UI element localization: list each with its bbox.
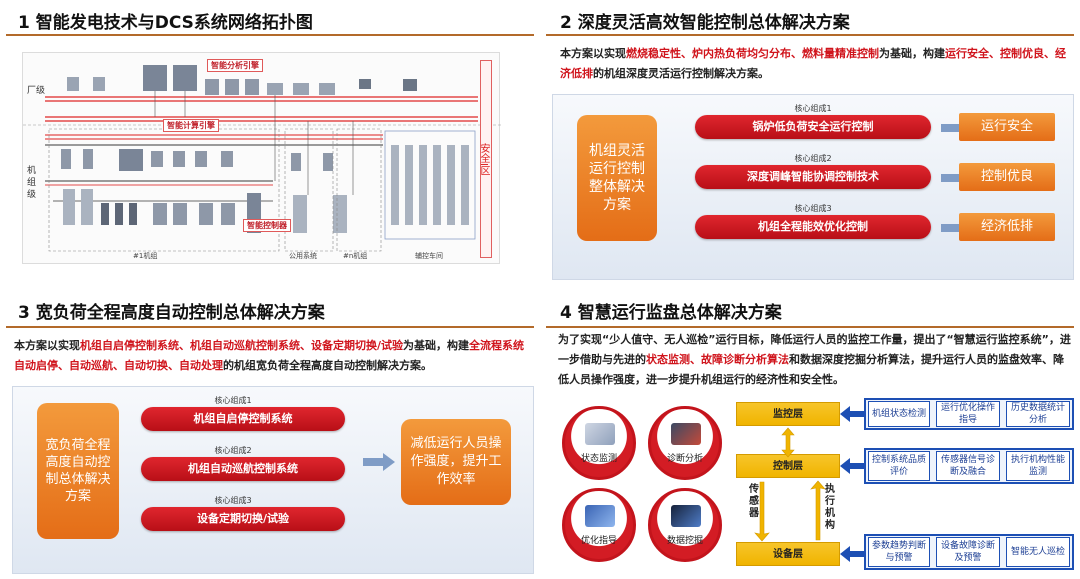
circle-label: 优化指导 — [580, 536, 617, 546]
intro-text: 为基础，构建 — [403, 339, 470, 352]
core-item-1: 机组自启停控制系统 — [141, 407, 345, 431]
core-item-2: 机组自动巡航控制系统 — [141, 457, 345, 481]
intro-highlight: 状态监测、故障诊断分析算法 — [646, 353, 789, 366]
result-box-1: 运行安全 — [959, 113, 1055, 141]
item-trend-warning: 参数趋势判断与预警 — [868, 537, 930, 567]
circle-label: 数据挖掘 — [666, 536, 703, 546]
section-title: 4 智慧运行监盘总体解决方案 — [560, 303, 782, 323]
intro-highlight: 机组自启停控制系统、机组自动巡航控制系统、设备定期切换/试验 — [80, 339, 404, 352]
section-title: 2 深度灵活高效智能控制总体解决方案 — [560, 13, 850, 33]
footer-aux: 辅控车间 — [415, 252, 443, 260]
intro-highlight: 全流程系统自动启停、自动巡航、自动切换、自动处理 — [14, 339, 525, 372]
item-unit-status: 机组状态检测 — [868, 401, 930, 427]
core-label-2: 核心组成2 — [794, 154, 832, 163]
diagnosis-circle: 诊断分析 — [648, 406, 722, 480]
safety-zone-label: 安全I区 — [478, 60, 492, 258]
item-fault-diagnosis: 设备故障诊断及预警 — [936, 537, 1000, 567]
item-smart-inspection: 智能无人巡检 — [1006, 537, 1070, 567]
solution-panel: 宽负荷全程高度自动控制总体解决方案 核心组成1 机组自启停控制系统 核心组成2 … — [12, 386, 534, 574]
item-control-quality: 控制系统品质评价 — [868, 451, 930, 481]
core-item-1: 锅炉低负荷安全运行控制 — [695, 115, 931, 139]
diagnosis-icon — [671, 423, 701, 445]
solution-main-box: 宽负荷全程高度自动控制总体解决方案 — [37, 403, 119, 539]
title-divider — [546, 34, 1074, 36]
intro-text: 的机组宽负荷全程高度自动控制解决方案。 — [223, 359, 432, 372]
tag-analysis-engine: 智能分析引擎 — [207, 59, 263, 72]
monitor-icon — [585, 423, 615, 445]
data-mining-icon — [671, 505, 701, 527]
result-box-3: 经济低排 — [959, 213, 1055, 241]
sensor-label: 传感器 — [749, 484, 759, 519]
footer-unitn: #n机组 — [343, 252, 368, 260]
core-label-1: 核心组成1 — [214, 396, 252, 405]
footer-unit1: #1机组 — [133, 252, 158, 260]
section-network-topology: 1 智能发电技术与DCS系统网络拓扑图 — [0, 0, 540, 290]
arrow-right-icon — [363, 453, 395, 471]
title-divider — [546, 326, 1074, 328]
tag-compute-engine: 智能计算引擎 — [163, 119, 219, 132]
section-flexible-control: 2 深度灵活高效智能控制总体解决方案 本方案以实现燃烧稳定性、炉内热负荷均匀分布… — [540, 0, 1080, 290]
core-item-3: 设备定期切换/试验 — [141, 507, 345, 531]
intro-text: 为了实现“少人值守、无人巡检”运行目标，降低运行人员的监控工作量，提出了“智慧运… — [558, 333, 1071, 366]
footer-common: 公用系统 — [289, 252, 317, 260]
status-monitoring-circle: 状态监测 — [562, 406, 636, 480]
core-label-2: 核心组成2 — [214, 446, 252, 455]
intro-text: 和数据深度挖掘分析算法，提升运行人员的监盘效率、降低人员操作强度，进一步提升机组… — [558, 353, 1064, 386]
optimization-icon — [585, 505, 615, 527]
arrow-left-icons — [840, 406, 866, 562]
title-divider — [6, 34, 534, 36]
solution-main-box: 机组灵活运行控制整体解决方案 — [577, 115, 657, 241]
core-item-2: 深度调峰智能协调控制技术 — [695, 165, 931, 189]
intro-highlight: 运行安全、控制优良、经济低排 — [560, 47, 1066, 80]
layer-connectors — [754, 427, 826, 542]
title-divider — [6, 326, 534, 328]
layer-monitor: 监控层 — [736, 402, 840, 426]
optimization-circle: 优化指导 — [562, 488, 636, 562]
circle-label: 诊断分析 — [666, 454, 703, 464]
core-label-1: 核心组成1 — [794, 104, 832, 113]
circle-label: 状态监测 — [580, 454, 617, 464]
section-auto-control: 3 宽负荷全程高度自动控制总体解决方案 本方案以实现机组自启停控制系统、机组自动… — [0, 290, 540, 579]
core-label-3: 核心组成3 — [214, 496, 252, 505]
intro-text: 本方案以实现 — [560, 47, 626, 60]
layer-device: 设备层 — [736, 542, 840, 566]
zone-unit-label: 机组级 — [27, 166, 37, 200]
section-intro: 本方案以实现机组自启停控制系统、机组自动巡航控制系统、设备定期切换/试验为基础，… — [14, 336, 534, 376]
topology-drawing — [23, 65, 501, 252]
intro-text: 本方案以实现 — [14, 339, 80, 352]
core-label-3: 核心组成3 — [794, 204, 832, 213]
item-history-stats: 历史数据统计分析 — [1006, 401, 1070, 427]
item-operation-guide: 运行优化操作指导 — [936, 401, 1000, 427]
section-intro: 本方案以实现燃烧稳定性、炉内热负荷均匀分布、燃料量精准控制为基础，构建运行安全、… — [560, 44, 1070, 84]
intro-highlight: 燃烧稳定性、炉内热负荷均匀分布、燃料量精准控制 — [626, 47, 879, 60]
item-sensor-diagnosis: 传感器信号诊断及融合 — [936, 451, 1000, 481]
intro-text: 为基础，构建 — [879, 47, 945, 60]
result-box-2: 控制优良 — [959, 163, 1055, 191]
intro-text: 的机组深度灵活运行控制解决方案。 — [593, 67, 769, 80]
solution-panel: 机组灵活运行控制整体解决方案 核心组成1 锅炉低负荷安全运行控制 运行安全 核心… — [552, 94, 1074, 280]
network-topology-diagram: 厂级 机组级 智能分析引擎 智能计算引擎 智能控制器 #1机组 公用系统 #n机… — [22, 52, 501, 264]
section-smart-monitoring: 4 智慧运行监盘总体解决方案 为了实现“少人值守、无人巡检”运行目标，降低运行人… — [540, 290, 1080, 579]
item-actuator-monitor: 执行机构性能监测 — [1006, 451, 1070, 481]
section-title: 3 宽负荷全程高度自动控制总体解决方案 — [18, 303, 325, 323]
actuator-label: 执行机构 — [825, 484, 835, 531]
result-box: 减低运行人员操作强度，提升工作效率 — [401, 419, 511, 505]
core-item-3: 机组全程能效优化控制 — [695, 215, 931, 239]
section-intro: 为了实现“少人值守、无人巡检”运行目标，降低运行人员的监控工作量，提出了“智慧运… — [558, 330, 1073, 390]
tag-smart-controller: 智能控制器 — [243, 219, 291, 232]
section-title: 1 智能发电技术与DCS系统网络拓扑图 — [18, 13, 313, 33]
data-mining-circle: 数据挖掘 — [648, 488, 722, 562]
zone-plant-label: 厂级 — [27, 86, 46, 96]
